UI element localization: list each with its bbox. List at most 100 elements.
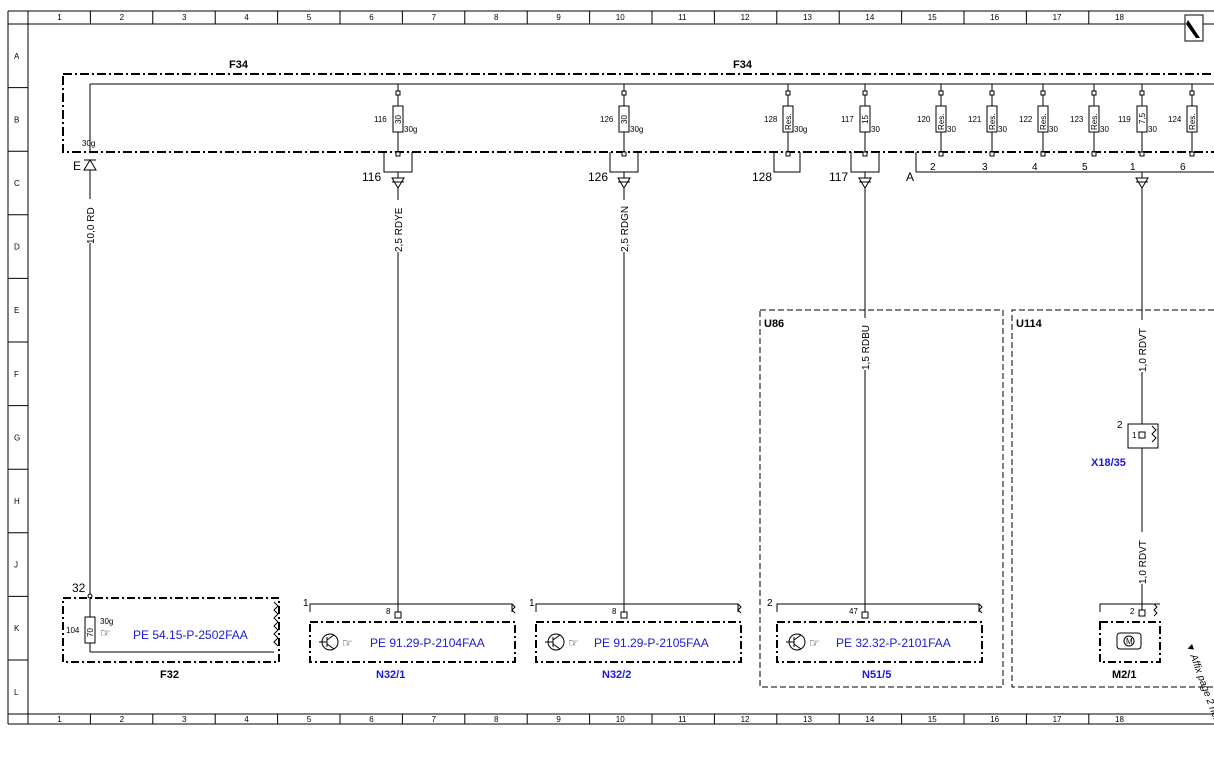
terminal-e-symbol	[83, 159, 97, 171]
fuse-rating: Res.	[1039, 114, 1048, 130]
fuse: 30 116 30g	[374, 84, 417, 157]
wire-labels: 10,0 RD 2,5 RDYE 2,5 RDGN 1,5 RDBU 1,0 R…	[84, 199, 1149, 584]
component-n32-1: 1 8 ☞ PE 91.29-P-2104FAA N32/1	[303, 598, 516, 681]
x18-35-name[interactable]: X18/35	[1091, 457, 1126, 469]
grid-column-label: 18	[1115, 13, 1124, 22]
n32-1-name[interactable]: N32/1	[376, 669, 405, 681]
grid-column-label: 9	[556, 13, 561, 22]
grid-row-label: A	[14, 52, 20, 61]
fuse-terminal: 30	[871, 125, 880, 134]
fuse-terminal: 30g	[794, 125, 807, 134]
component-n32-2: 1 8 ☞ PE 91.29-P-2105FAA N32/2	[529, 598, 742, 681]
hand-pointer-icon: ☞	[568, 636, 579, 650]
output-label-126: 126	[588, 170, 608, 184]
n32-2-name[interactable]: N32/2	[602, 669, 631, 681]
zone-u114-label: U114	[1016, 318, 1043, 330]
grid-column-label: 1	[57, 715, 62, 724]
bus-pin-labels: 2 3 4 5 1 6	[930, 162, 1186, 173]
fuse-number: 122	[1019, 115, 1033, 124]
grid-column-label: 12	[741, 13, 750, 22]
grid-column-label: 16	[990, 715, 999, 724]
fuse-rating: 30	[394, 115, 403, 124]
n32-2-reference-link[interactable]: PE 91.29-P-2105FAA	[594, 636, 709, 650]
fuse-number: 117	[841, 115, 854, 124]
grid-column-label: 6	[369, 13, 374, 22]
n32-2-pin-left: 1	[529, 598, 535, 609]
n32-1-reference-link[interactable]: PE 91.29-P-2104FAA	[370, 636, 485, 650]
grid-column-label: 11	[678, 715, 687, 724]
page-edit-icon[interactable]	[1184, 14, 1204, 42]
wire-label: 2,5 RDGN	[620, 206, 631, 252]
grid-row-label: K	[14, 624, 20, 633]
transistor-icon	[319, 633, 339, 651]
component-x18-35: 2 1 X18/35	[1091, 420, 1159, 469]
fuse-number: 124	[1168, 115, 1182, 124]
grid-column-label: 8	[494, 715, 499, 724]
grid-column-label: 11	[678, 13, 687, 22]
fuse-number: 121	[968, 115, 982, 124]
fuse-terminal: 30	[1100, 125, 1109, 134]
bus-pin: 3	[982, 162, 988, 173]
x18-35-pin-top: 2	[1117, 420, 1123, 431]
fuse-box-f34: F34 F34 30g E A	[62, 59, 1214, 184]
grid-column-label: 4	[244, 13, 249, 22]
grid-row-label: H	[14, 497, 20, 506]
fuse-terminal: 30	[1049, 125, 1058, 134]
fuse-box-title-left: F34	[229, 59, 249, 71]
bus-pin: 1	[1130, 162, 1136, 173]
transistor-icon	[545, 633, 565, 651]
transistor-icon	[786, 633, 806, 651]
grid-row-label: E	[14, 306, 19, 315]
fuse-rating: Res.	[1090, 114, 1099, 130]
fuse-terminal: 30	[947, 125, 956, 134]
grid-column-label: 13	[803, 13, 812, 22]
fuse-rating: Res.	[1188, 114, 1197, 130]
fuse: Res. 120 30	[917, 84, 956, 157]
grid-row-label: G	[14, 433, 20, 442]
fuse-rating: 15	[861, 115, 870, 124]
fuse-terminal: 30g	[404, 125, 417, 134]
grid-column-label: 18	[1115, 715, 1124, 724]
f32-reference-link[interactable]: PE 54.15-P-2502FAA	[133, 628, 248, 642]
motor-icon: M	[1116, 632, 1142, 650]
bus-pin: 4	[1032, 162, 1038, 173]
hand-pointer-icon: ☞	[100, 626, 111, 640]
n51-5-pin: 47	[849, 607, 858, 616]
grid-column-label: 3	[182, 715, 187, 724]
zone-u114: U114	[1011, 309, 1214, 688]
grid-row-label: B	[14, 115, 19, 124]
m2-1-name: M2/1	[1112, 669, 1136, 681]
fuse: Res. 124	[1168, 84, 1198, 157]
fuse-number: 116	[374, 115, 387, 124]
f32-rating: 70	[86, 628, 95, 637]
fuse-rating: Res.	[937, 114, 946, 130]
component-n51-5: 2 47 ☞ PE 32.32-P-2101FAA N51/5	[767, 598, 983, 681]
fuse-rating: 7,5	[1138, 112, 1147, 124]
fuse-number: 126	[600, 115, 614, 124]
fuse-number: 119	[1118, 115, 1131, 124]
grid-row-label: F	[14, 370, 19, 379]
fuse: 7,5 119 30	[1118, 84, 1157, 157]
grid-column-label: 14	[865, 715, 874, 724]
grid-column-label: 16	[990, 13, 999, 22]
n51-5-reference-link[interactable]: PE 32.32-P-2101FAA	[836, 636, 951, 650]
grid-column-label: 2	[120, 715, 125, 724]
hand-pointer-icon: ☞	[342, 636, 353, 650]
grid-ticks	[8, 11, 1090, 724]
zone-u86-label: U86	[764, 318, 784, 330]
grid-column-label: 3	[182, 13, 187, 22]
grid-column-label: 13	[803, 715, 812, 724]
bus-pin: 2	[930, 162, 936, 173]
fuse-number: 128	[764, 115, 778, 124]
n51-5-name[interactable]: N51/5	[862, 669, 891, 681]
fuse-outputs	[383, 152, 1149, 189]
fuse-terminal: 30	[1148, 125, 1157, 134]
fuse-number: 120	[917, 115, 931, 124]
f32-name: F32	[160, 669, 179, 681]
m2-1-pin: 2	[1130, 607, 1135, 616]
fuse-terminal: 30g	[630, 125, 643, 134]
